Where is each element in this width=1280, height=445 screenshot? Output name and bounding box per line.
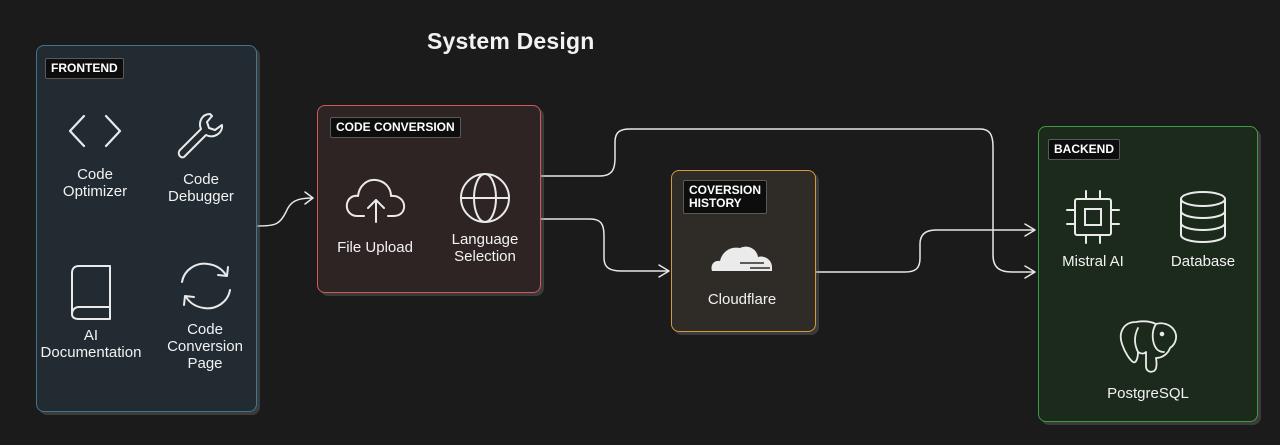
book-icon	[71, 265, 111, 320]
refresh-icon	[181, 262, 231, 310]
globe-icon	[460, 173, 510, 223]
frontend-item-code-optimizer: Code Optimizer	[62, 166, 128, 200]
backend-item-postgresql: PostgreSQL	[1107, 385, 1189, 402]
database-icon	[1180, 191, 1226, 244]
postgres-elephant-icon	[1119, 320, 1177, 373]
code-conversion-tag: CODE CONVERSION	[330, 117, 461, 138]
frontend-item-ai-documentation: AI Documentation	[40, 327, 142, 361]
arrow-frontend-to-conversion	[257, 197, 313, 227]
conversion-item-language-selection: Language Selection	[451, 231, 519, 265]
history-item-cloudflare: Cloudflare	[707, 291, 777, 308]
wrench-icon	[177, 113, 224, 159]
frontend-group	[36, 45, 257, 412]
arrow-conversion-to-history	[540, 218, 669, 272]
code-icon	[68, 114, 122, 148]
cpu-icon	[1066, 190, 1120, 244]
conversion-history-tag: COVERSION HISTORY	[683, 180, 768, 214]
backend-tag: BACKEND	[1048, 139, 1120, 160]
arrow-history-to-backend	[815, 229, 1035, 273]
backend-item-database: Database	[1170, 253, 1236, 270]
backend-group	[1038, 126, 1258, 422]
diagram-title: System Design	[427, 28, 595, 54]
backend-item-mistral-ai: Mistral AI	[1062, 253, 1124, 270]
cloud-upload-icon	[345, 178, 406, 223]
frontend-tag: FRONTEND	[45, 58, 124, 79]
cloudflare-icon	[711, 246, 772, 271]
frontend-item-code-debugger: Code Debugger	[168, 171, 234, 205]
conversion-item-file-upload: File Upload	[337, 239, 413, 256]
frontend-item-code-conversion-page: Code Conversion Page	[167, 321, 243, 372]
